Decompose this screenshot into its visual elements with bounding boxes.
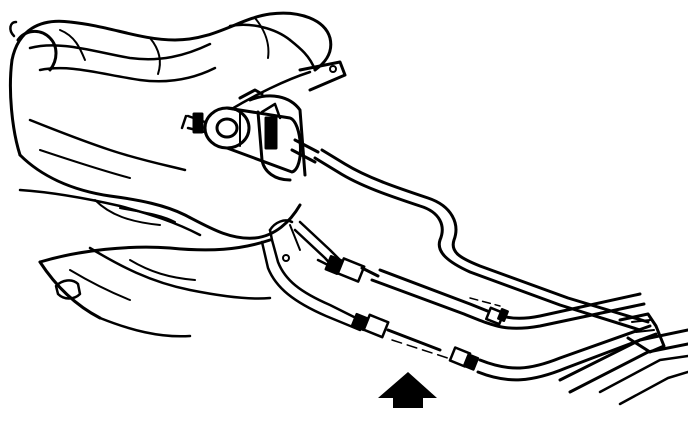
fuel-filter [180, 102, 320, 174]
fuel-tank [8, 11, 347, 338]
fuel-lines [260, 148, 658, 382]
lower-right-connector [448, 346, 480, 371]
frame-rail [558, 312, 688, 406]
lower-quick-connector [350, 312, 390, 339]
direction-arrow-icon [378, 372, 437, 408]
line-connectors [316, 255, 509, 371]
upper-quick-connector [316, 255, 380, 283]
